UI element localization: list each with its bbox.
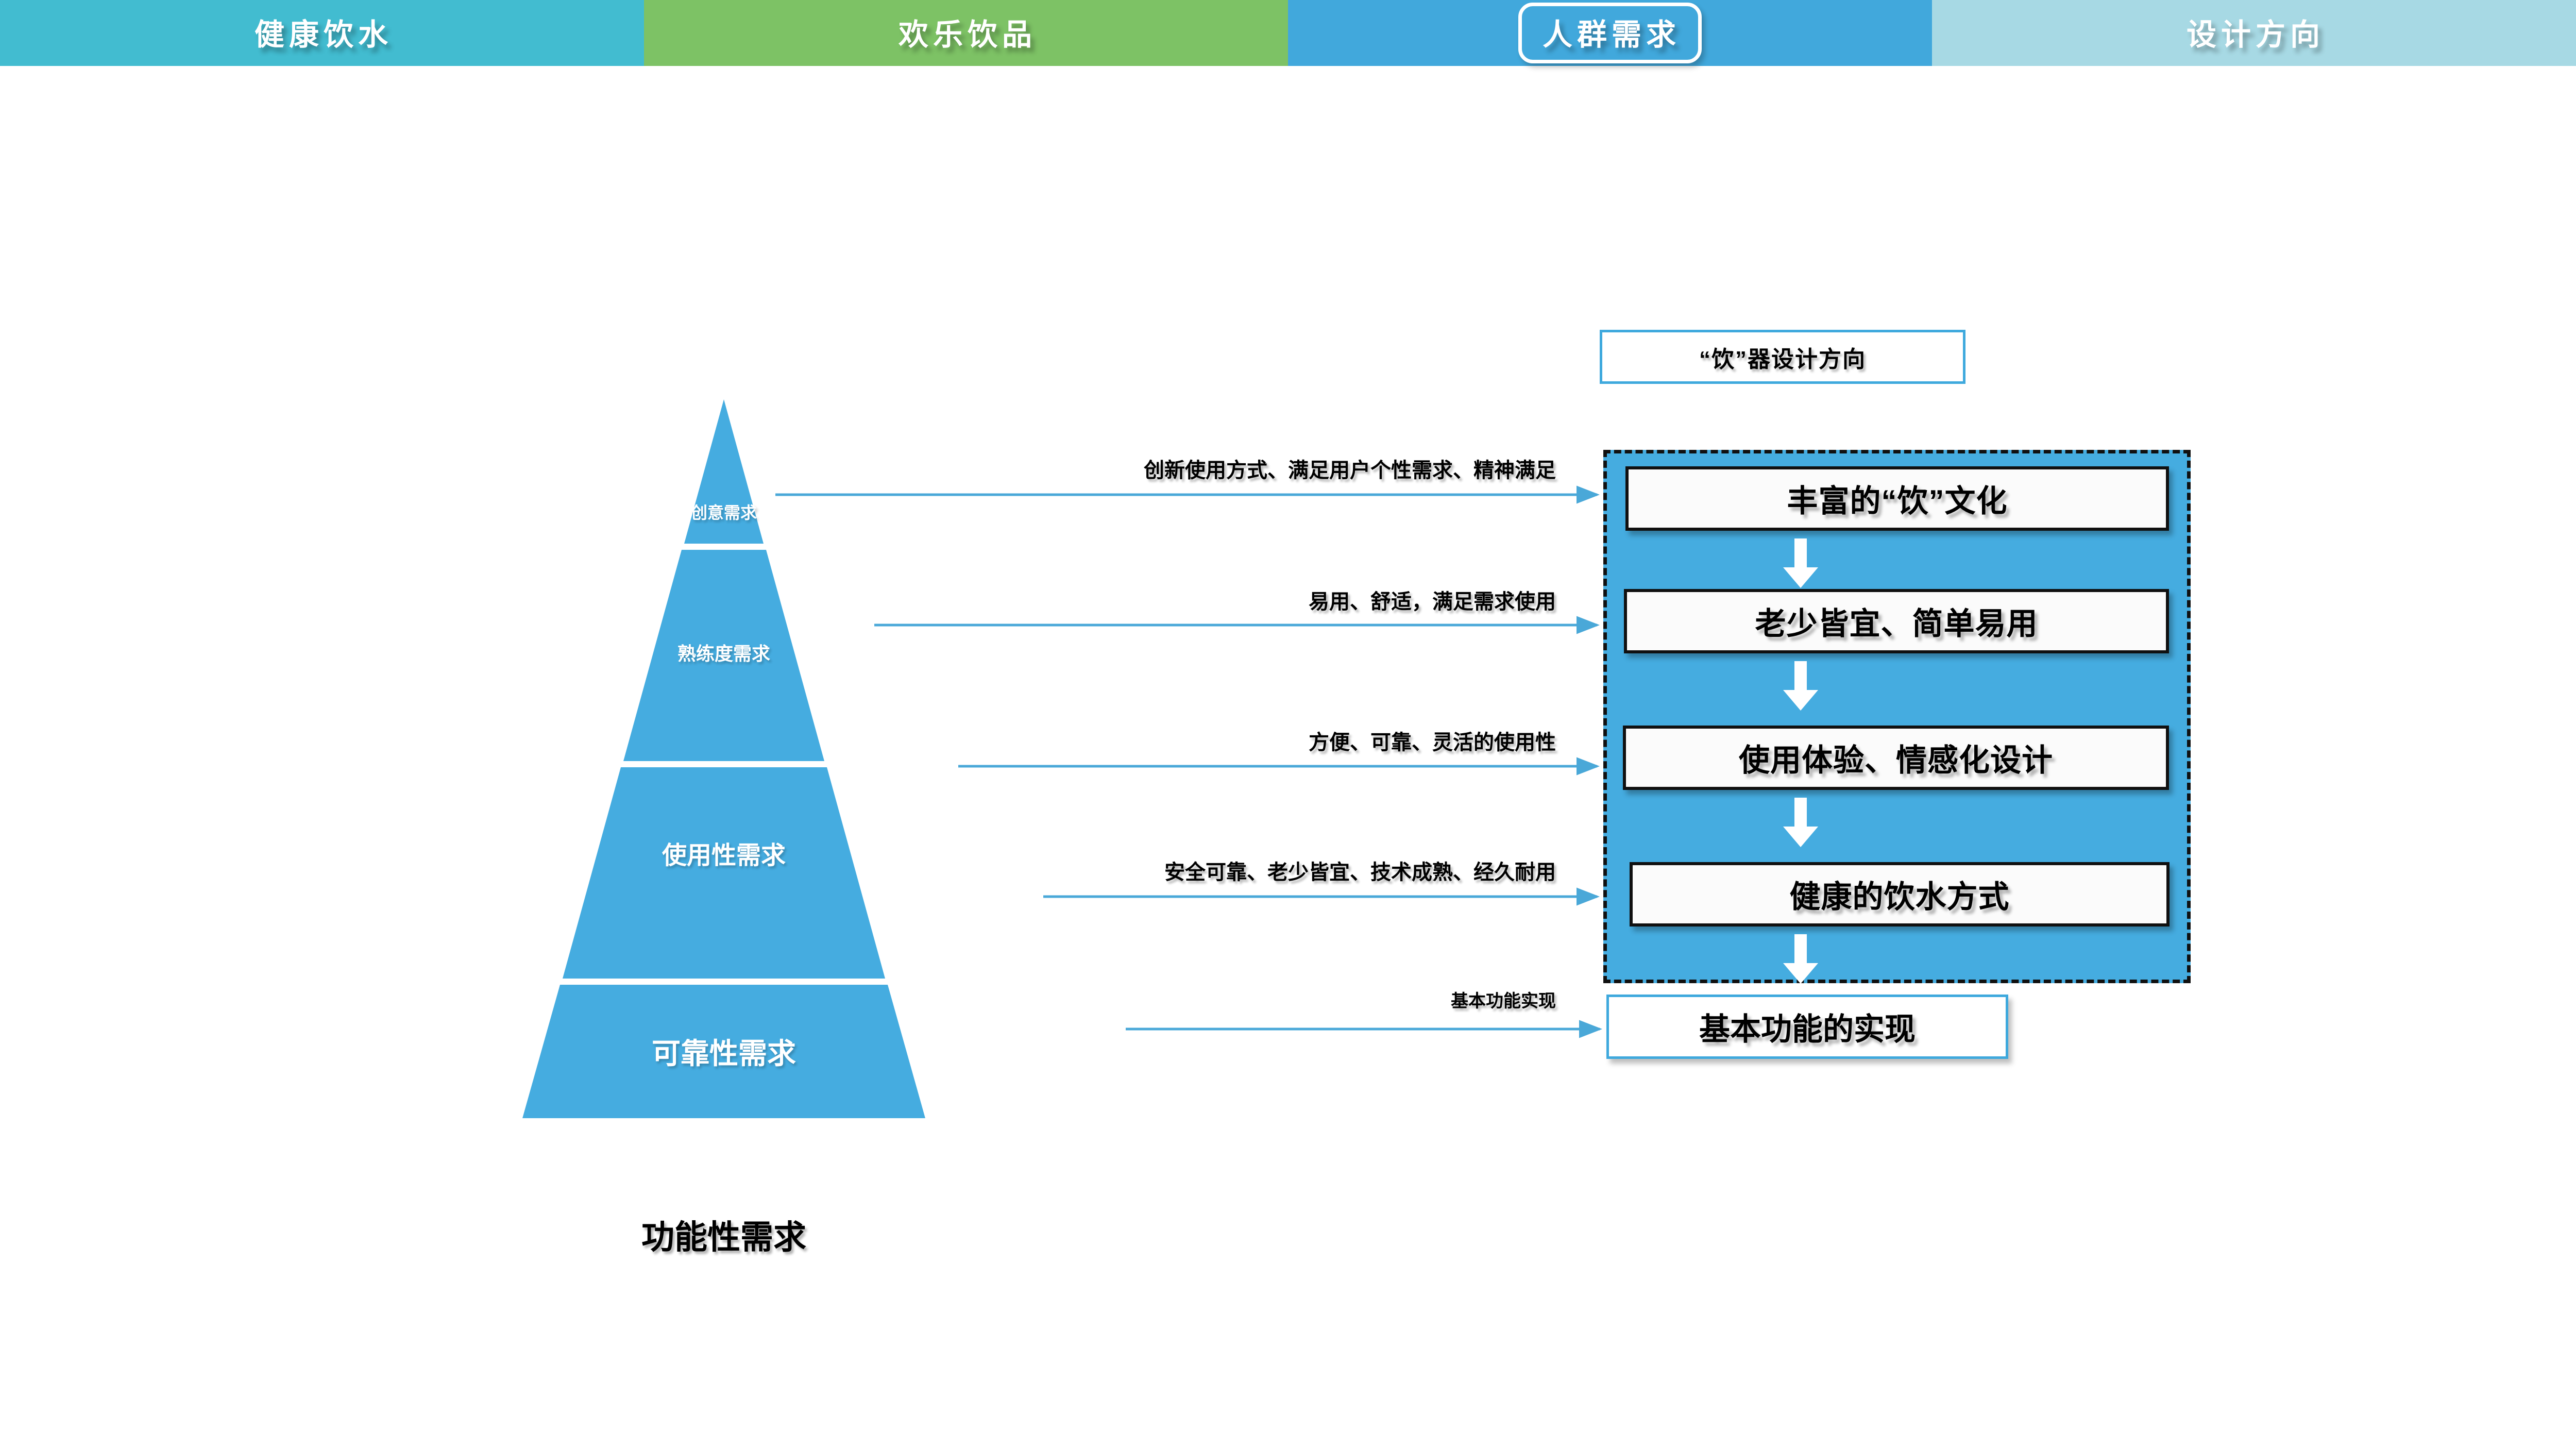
pyramid-segment-reliability xyxy=(522,985,925,1118)
down-arrow-icon-3 xyxy=(1783,798,1818,847)
nav-tab-inner: 欢乐饮品 xyxy=(878,6,1054,60)
design-direction-title-text: “饮”器设计方向 xyxy=(1699,346,1866,372)
nav-tab-inner-active: 人群需求 xyxy=(1518,3,1702,63)
down-arrow-icon-4 xyxy=(1783,934,1818,984)
nav-tab-healthy-drinking[interactable]: 健康饮水 xyxy=(0,0,644,66)
nav-tab-label: 人群需求 xyxy=(1542,18,1681,52)
connector-label-reliability: 安全可靠、老少皆宜、技术成熟、经久耐用 xyxy=(1164,861,1556,884)
connector-label-creative: 创新使用方式、满足用户个性需求、精神满足 xyxy=(1144,459,1556,482)
result-box-text: 使用体验、情感化设计 xyxy=(1739,743,2053,778)
pyramid-label-proficiency: 熟练度需求 xyxy=(677,643,771,664)
needs-pyramid: 创意需求 熟练度需求 使用性需求 可靠性需求 功能性需求 xyxy=(278,397,1170,1256)
result-box-drink-culture: 丰富的“饮”文化 xyxy=(1625,466,2169,531)
connector-label-usability: 方便、可靠、灵活的使用性 xyxy=(1309,731,1556,754)
down-arrow-icon-1 xyxy=(1783,538,1818,588)
connector-label-proficiency: 易用、舒适，满足需求使用 xyxy=(1309,591,1556,613)
pyramid-segment-usability xyxy=(563,767,885,979)
result-box-basic-function: 基本功能的实现 xyxy=(1606,995,2008,1059)
result-box-all-ages: 老少皆宜、简单易用 xyxy=(1624,589,2169,653)
result-box-text: 健康的饮水方式 xyxy=(1789,880,2010,914)
result-box-text: 基本功能的实现 xyxy=(1699,1012,1916,1047)
pyramid-segment-proficiency xyxy=(623,550,824,761)
nav-tab-crowd-demand[interactable]: 人群需求 xyxy=(1288,0,1932,66)
result-box-healthy-drinking: 健康的饮水方式 xyxy=(1630,862,2170,926)
design-direction-title-box: “饮”器设计方向 xyxy=(1600,330,1965,384)
pyramid-label-usability: 使用性需求 xyxy=(662,842,786,869)
result-box-experience-design: 使用体验、情感化设计 xyxy=(1623,726,2169,790)
down-arrow-icon-2 xyxy=(1783,661,1818,711)
nav-tab-label: 健康饮水 xyxy=(254,18,393,52)
pyramid-label-creative: 创意需求 xyxy=(690,503,757,522)
nav-tab-inner: 设计方向 xyxy=(2166,6,2342,60)
pyramid-label-reliability: 可靠性需求 xyxy=(652,1037,796,1070)
result-box-text: 老少皆宜、简单易用 xyxy=(1755,606,2038,641)
nav-tab-label: 设计方向 xyxy=(2186,18,2325,52)
nav-tab-inner: 健康饮水 xyxy=(234,6,410,60)
top-navigation-bar: 健康饮水 欢乐饮品 人群需求 设计方向 xyxy=(0,0,2576,66)
nav-tab-label: 欢乐饮品 xyxy=(898,18,1037,52)
result-box-text: 丰富的“饮”文化 xyxy=(1787,484,2008,518)
connector-label-functional: 基本功能实现 xyxy=(1451,991,1556,1011)
nav-tab-joyful-beverages[interactable]: 欢乐饮品 xyxy=(644,0,1288,66)
pyramid-segment-creative xyxy=(684,399,764,544)
pyramid-label-functional: 功能性需求 xyxy=(641,1219,806,1256)
nav-tab-design-direction[interactable]: 设计方向 xyxy=(1932,0,2576,66)
pyramid-shape xyxy=(522,399,925,1118)
